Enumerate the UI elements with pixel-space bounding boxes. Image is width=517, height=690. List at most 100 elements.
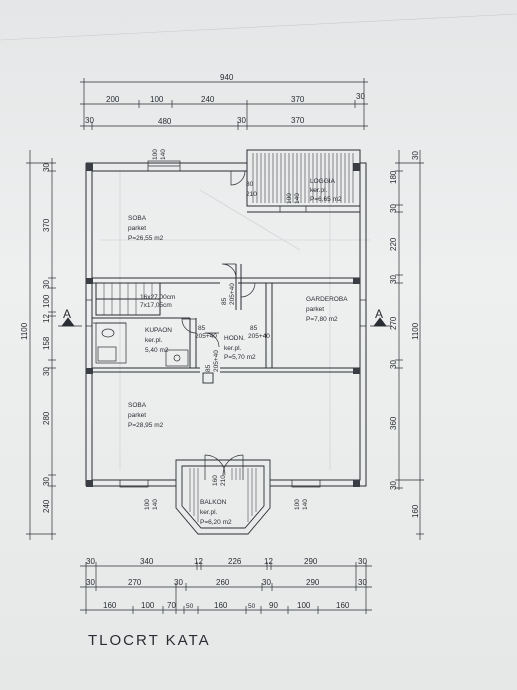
dim-left-7: 280 [42,411,51,425]
opening-gard-door-h: 205+40 [248,333,270,340]
opening-soba-door-h: 205+40 [229,283,236,305]
room-hodn-area: P=5,70 m2 [224,354,256,361]
left-dimension-lines [26,150,56,540]
dim-bot-r2-4: 30 [262,578,271,587]
dim-top-r1-4: 30 [356,92,365,101]
opening-balkon-door-h: 210 [220,475,227,486]
dim-bot-r3-0: 160 [103,601,117,610]
room-loggia-floor: ker.pl. [310,187,328,194]
opening-top-win-w: 100 [152,149,159,160]
room-garderoba-name: GARDEROBA [306,296,348,303]
section-markers [58,317,392,327]
dim-top-r2-2: 30 [237,116,246,125]
wall-corner-blocks [86,163,360,487]
opening-top-win-h: 140 [160,149,167,160]
section-mark-right: A [375,307,383,321]
dim-left-5: 158 [42,336,51,350]
room-soba-top-floor: parket [128,225,146,232]
dim-right-3: 220 [389,237,398,251]
dim-top-r1-0: 200 [106,95,120,104]
dim-left-1: 370 [42,218,51,232]
dim-left-8: 30 [42,477,51,486]
dim-left-9: 240 [42,499,51,513]
room-balkon-area: P=6,20 m2 [200,519,232,526]
room-soba-bottom-name: SOBA [128,402,147,409]
dim-left-0: 30 [42,163,51,172]
dim-bot-r1-1: 340 [140,557,154,566]
dim-bot-r3-4: 160 [214,601,228,610]
opening-loggia-win-h: 140 [294,193,301,204]
dim-right-total: 1100 [411,322,420,340]
dim-top-total: 940 [220,73,234,82]
dim-bot-r2-1: 270 [128,578,142,587]
dim-left-6: 30 [42,367,51,376]
room-balkon-floor: ker.pl. [200,509,218,516]
dim-bot-r2-3: 260 [216,578,230,587]
dim-bot-r2-0: 30 [86,578,95,587]
dim-bot-r3-1: 100 [141,601,155,610]
opening-kupaon-door: 85 [198,325,206,332]
dim-bot-r1-4: 12 [264,557,273,566]
dim-bot-r2-5: 290 [306,578,320,587]
dim-right-1: 180 [389,170,398,184]
dim-top-r1-3: 370 [291,95,305,104]
dim-bot-r2-2: 30 [174,578,183,587]
dim-bot-r3-8: 160 [336,601,350,610]
dim-top-r1-2: 240 [201,95,215,104]
dim-left-total: 1100 [20,322,29,340]
room-hodn-name: HODN. [224,335,245,342]
dim-bot-r3-7: 100 [297,601,311,610]
dim-right-5: 270 [389,316,398,330]
dim-left-2: 30 [42,280,51,289]
room-loggia-name: LOGGIA [310,178,336,185]
bathroom-fixtures [93,322,189,367]
balcony-tiles [189,468,257,522]
opening-bot-win2-h: 140 [302,499,309,510]
room-soba-bottom-floor: parket [128,412,146,419]
bottom-dimension-lines [80,562,372,614]
stair-label-2: 7x17,05cm [140,302,172,309]
dim-left-3: 100 [42,294,51,308]
stair-label-1: 16x27,00cm [140,294,175,301]
opening-bot-win-h: 140 [152,499,159,510]
room-kupaon-area: 5,40 m2 [145,347,169,354]
dim-top-r2-1: 480 [158,117,172,126]
dim-bot-r3-6: 90 [269,601,278,610]
room-balkon-name: BALKON [200,499,227,506]
dim-right-0: 30 [411,151,420,160]
room-soba-top-area: P=26,55 m2 [128,235,164,242]
section-mark-left: A [63,307,71,321]
room-garderoba-area: P=7,80 m2 [306,316,338,323]
dim-bot-r1-2: 12 [194,557,203,566]
dim-bot-r1-6: 30 [358,557,367,566]
dim-right-4: 30 [389,275,398,284]
room-soba-top-name: SOBA [128,215,147,222]
dim-bot-r3-2: 70 [167,601,176,610]
door-swings [181,170,256,480]
room-loggia-area: P=6,65 m2 [310,196,342,203]
opening-loggia-door-h: 210 [246,191,257,198]
opening-kupaon-door-h: 205+40 [195,333,217,340]
dim-left-4: 12 [42,314,51,323]
opening-balkon-door-w: 160 [212,475,219,486]
top-dimension-lines [80,78,368,130]
dim-bot-r2-6: 30 [358,578,367,587]
opening-bot-win2-w: 100 [294,499,301,510]
stair-treads [103,283,153,315]
right-dimension-lines [395,150,424,540]
room-garderoba-floor: parket [306,306,324,313]
room-kupaon-name: KUPAON [145,327,172,334]
dim-bot-r1-3: 226 [228,557,242,566]
opening-hodn-door: 85 [205,364,212,372]
room-hodn-floor: ker.pl. [224,345,242,352]
dim-top-r1-1: 100 [150,95,164,104]
opening-gard-door: 85 [250,325,258,332]
dim-right-2: 30 [389,204,398,213]
plan-title: TLOCRT KATA [88,632,211,649]
windows [85,160,367,488]
dim-bot-r1-5: 290 [304,557,318,566]
loggia-tiles [252,153,354,203]
room-soba-bottom-area: P=28,95 m2 [128,422,164,429]
dim-bot-r3-3: 50 [186,603,194,610]
